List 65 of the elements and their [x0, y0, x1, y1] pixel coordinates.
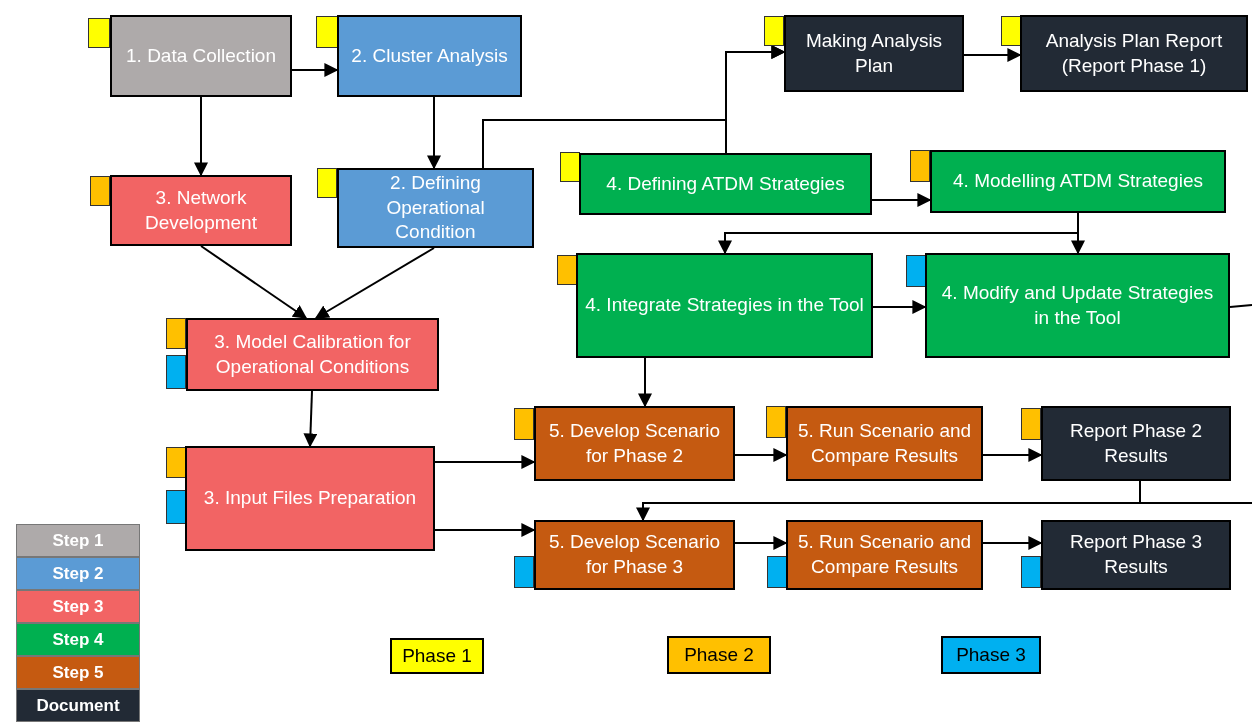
node-label: 3. Model Calibration for Operational Conditions: [213, 329, 412, 379]
node-label: 3. Input Files Preparation: [203, 486, 417, 511]
node-label: 3. Network Development: [144, 185, 258, 235]
legend-label: Step 2: [52, 563, 104, 584]
arrow: [434, 523, 536, 537]
node-label: 4. Modify and Update Strategies in the Tool: [940, 280, 1215, 330]
node-label: 2. Defining Operational Condition: [385, 170, 486, 245]
node-label: Making Analysis Plan: [804, 28, 944, 78]
arrow: [291, 63, 339, 77]
node-label: Analysis Plan Report (Report Phase 1): [1044, 28, 1224, 78]
legend-label: Step 1: [52, 530, 104, 551]
arrow: [963, 48, 1022, 62]
node-label: 5. Run Scenario and Compare Results: [796, 418, 973, 468]
process-box: [534, 406, 735, 481]
process-box: [576, 253, 873, 358]
process-box: [337, 168, 534, 248]
arrow: [314, 247, 435, 319]
process-box: [786, 520, 983, 590]
arrow: [638, 357, 652, 408]
node-label: Report Phase 2 Results: [1069, 418, 1203, 468]
connector-line: [1139, 480, 1252, 504]
arrow: [303, 390, 318, 448]
arrow: [434, 455, 536, 469]
process-box: [930, 150, 1226, 213]
connector-line: [1229, 304, 1252, 308]
arrow: [871, 193, 932, 207]
arrow: [194, 96, 208, 177]
legend-label: Document: [36, 695, 120, 716]
process-box: [534, 520, 735, 590]
node-label: 4. Defining ATDM Strategies: [606, 171, 845, 196]
process-box: [925, 253, 1230, 358]
node-label: 5. Develop Scenario for Phase 3: [547, 530, 722, 579]
document-box: [1020, 15, 1248, 92]
arrow: [427, 96, 441, 170]
arrow: [725, 45, 786, 154]
node-label: 4. Modelling ATDM Strategies: [953, 169, 1203, 194]
process-box: [186, 318, 439, 391]
arrow: [734, 536, 788, 550]
arrow: [872, 300, 927, 314]
arrow: [200, 245, 308, 319]
legend-label: Phase 3: [956, 644, 1026, 666]
node-label: Report Phase 3 Results: [1069, 530, 1203, 579]
document-box: [1041, 406, 1231, 481]
legend-label: Step 3: [52, 596, 104, 617]
node-label: 2. Cluster Analysis: [351, 43, 508, 68]
arrow: [734, 448, 788, 462]
arrow: [982, 536, 1043, 550]
node-label: 1. Data Collection: [126, 43, 276, 68]
document-box: [784, 15, 964, 92]
process-box: [786, 406, 983, 481]
process-box: [110, 175, 292, 246]
node-label: 4. Integrate Strategies in the Tool: [585, 293, 864, 318]
document-box: [1041, 520, 1231, 590]
process-box: [185, 446, 435, 551]
legend-label: Step 4: [52, 629, 104, 650]
arrow: [1071, 212, 1085, 255]
process-box: [337, 15, 522, 97]
node-label: 5. Run Scenario and Compare Results: [796, 530, 973, 579]
legend-label: Step 5: [52, 662, 104, 683]
arrow: [982, 448, 1043, 462]
legend-label: Phase 1: [402, 645, 472, 667]
process-box: [579, 153, 872, 215]
process-box: [110, 15, 292, 97]
node-label: 5. Develop Scenario for Phase 2: [547, 418, 722, 468]
legend-label: Phase 2: [684, 644, 754, 666]
